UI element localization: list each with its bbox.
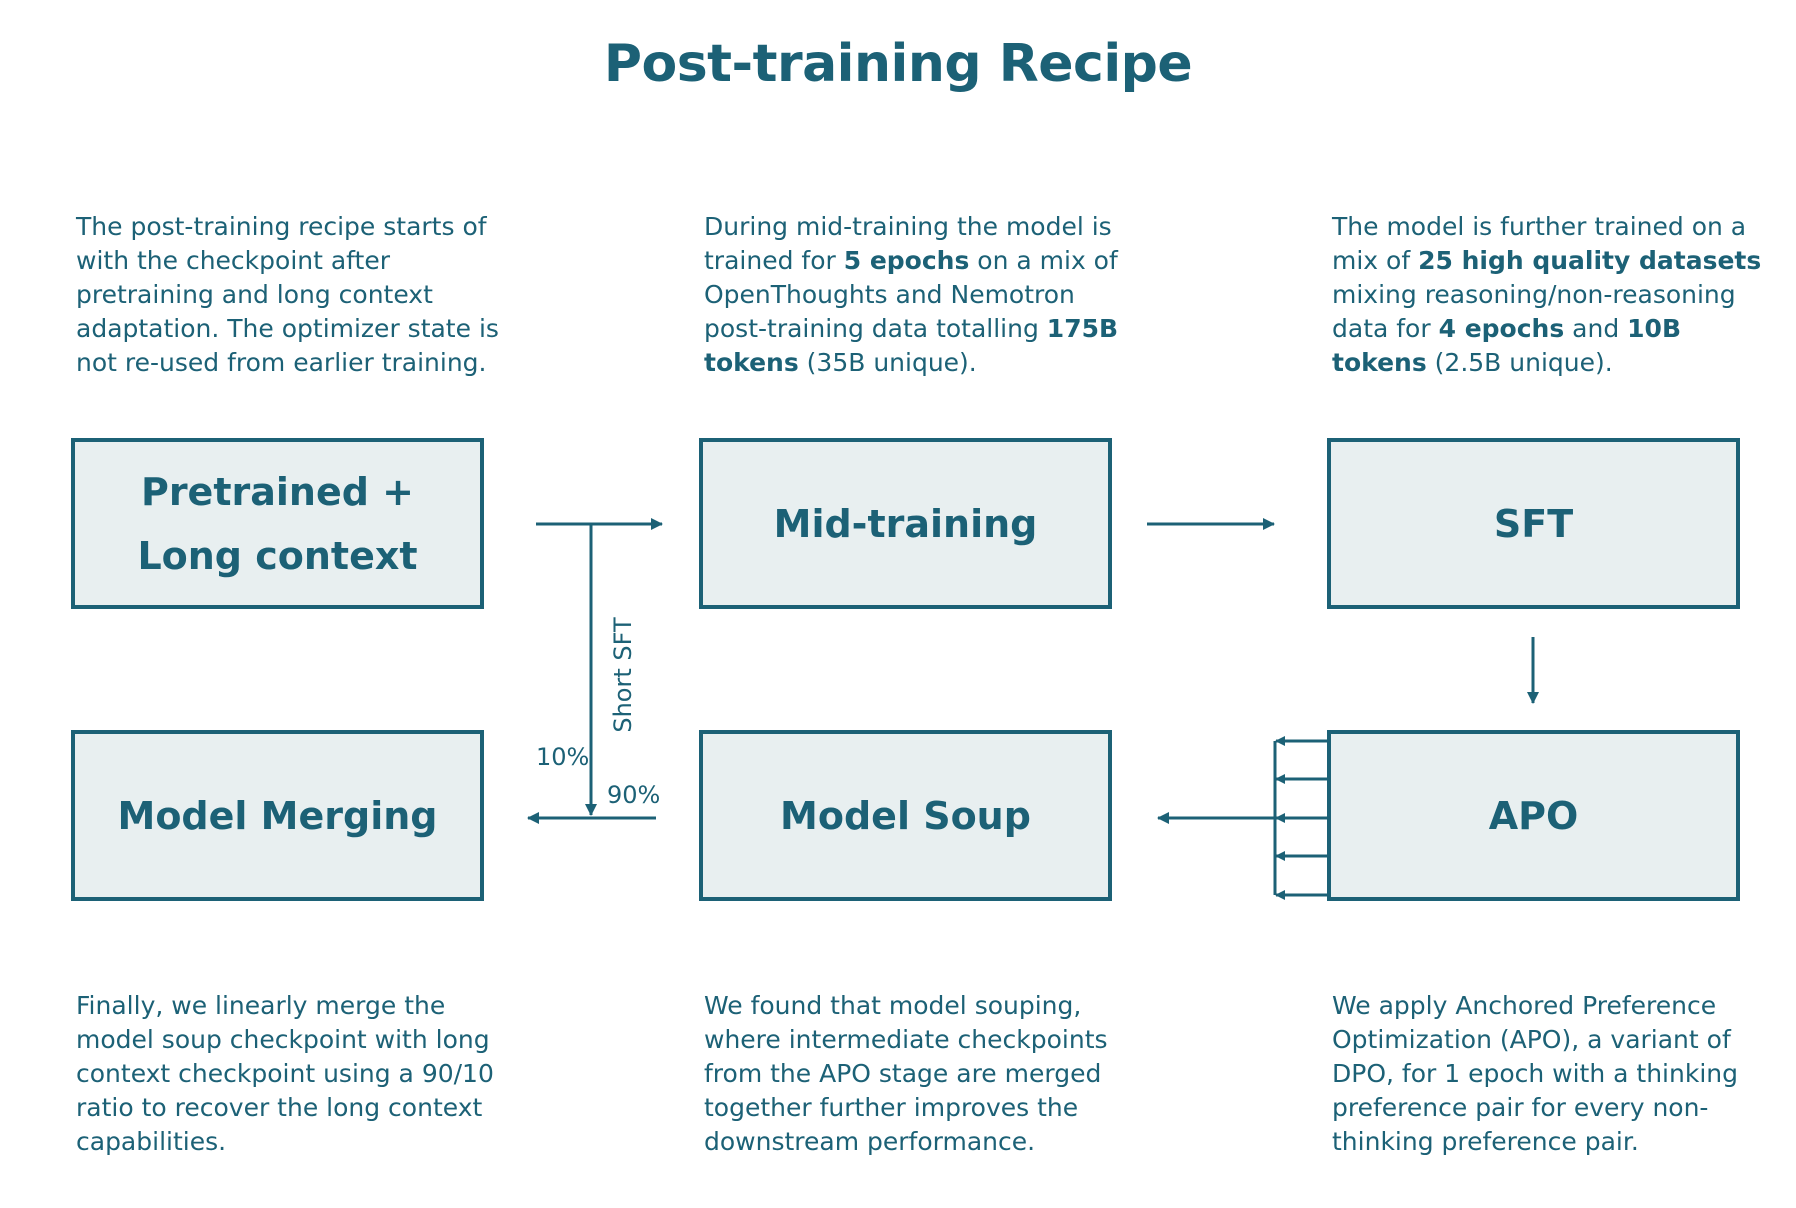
pretrained-long-context-box: Pretrained + Long context xyxy=(71,438,484,609)
sft-description: The model is further trained on a mix of… xyxy=(1332,210,1762,380)
ratio-10-label: 10% xyxy=(536,743,590,771)
midtraining-description: During mid-training the model is trained… xyxy=(704,210,1134,380)
model-merging-box-label: Model Merging xyxy=(117,793,438,838)
ratio-90-label: 90% xyxy=(607,781,661,809)
short-sft-label: Short SFT xyxy=(609,617,637,733)
description-text: on a mix of OpenThoughts and Nemotron po… xyxy=(704,246,1118,343)
apo-description: We apply Anchored Preference Optimizatio… xyxy=(1332,989,1762,1159)
model-soup-box: Model Soup xyxy=(699,730,1112,901)
description-text: The post-training recipe starts of with … xyxy=(76,212,499,377)
description-text: Finally, we linearly merge the model sou… xyxy=(76,991,494,1156)
description-text: The model is further trained on a mix of xyxy=(1332,212,1747,275)
description-text: mixing reasoning/non-reasoning data for xyxy=(1332,280,1736,343)
emphasis-text: 4 epochs xyxy=(1438,314,1565,343)
merging-description: Finally, we linearly merge the model sou… xyxy=(76,989,506,1159)
pretrained-box-line2: Long context xyxy=(137,533,418,578)
description-text: (2.5B unique). xyxy=(1426,348,1613,377)
emphasis-text: 175B tokens xyxy=(704,314,1119,377)
midtraining-box-label: Mid-training xyxy=(773,501,1038,546)
pretrained-description: The post-training recipe starts of with … xyxy=(76,210,506,380)
apo-box-label: APO xyxy=(1488,793,1579,838)
midtraining-box: Mid-training xyxy=(699,438,1112,609)
emphasis-text: 5 epochs xyxy=(843,246,970,275)
sft-box-label: SFT xyxy=(1493,501,1574,546)
emphasis-text: 25 high quality datasets xyxy=(1418,246,1762,275)
apo-box: APO xyxy=(1327,730,1740,901)
soup-description: We found that model souping, where inter… xyxy=(704,989,1134,1159)
description-text: We apply Anchored Preference Optimizatio… xyxy=(1332,991,1738,1156)
model-merging-box: Model Merging xyxy=(71,730,484,901)
sft-box: SFT xyxy=(1327,438,1740,609)
emphasis-text: 10B tokens xyxy=(1332,314,1682,377)
pretrained-box-line1: Pretrained + xyxy=(140,469,415,514)
description-text: (35B unique). xyxy=(798,348,977,377)
diagram-title: Post-training Recipe xyxy=(603,34,1193,94)
description-text: and xyxy=(1564,314,1628,343)
description-text: We found that model souping, where inter… xyxy=(704,991,1108,1156)
description-text: During mid-training the model is trained… xyxy=(704,212,1112,275)
model-soup-box-label: Model Soup xyxy=(780,793,1031,838)
